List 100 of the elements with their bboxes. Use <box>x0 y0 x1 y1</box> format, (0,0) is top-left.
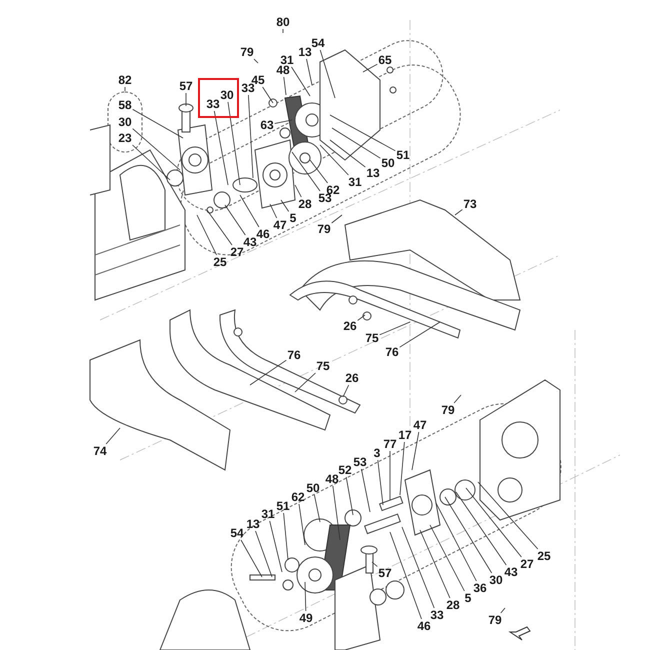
leader-line <box>444 496 492 574</box>
leader-line <box>283 76 286 96</box>
callout-number: 57 <box>178 79 194 93</box>
leader-line <box>330 114 396 152</box>
leader-line <box>280 200 290 212</box>
leader-line <box>330 140 366 168</box>
leader-line <box>224 204 246 236</box>
callout-number: 46 <box>255 227 271 241</box>
callout-number: 53 <box>352 455 368 469</box>
leader-line <box>332 128 381 159</box>
leader-line <box>283 512 288 560</box>
callout-number: 50 <box>380 156 396 170</box>
leader-line <box>454 209 463 216</box>
leader-line <box>500 608 506 614</box>
callout-number: 79 <box>487 613 503 627</box>
callout-number: 75 <box>315 359 331 373</box>
leader-line <box>379 322 410 336</box>
callout-number: 73 <box>462 197 478 211</box>
callout-number: 43 <box>242 235 258 249</box>
leader-line <box>377 460 384 506</box>
callout-number: 50 <box>305 481 321 495</box>
leader-line <box>402 526 435 608</box>
leader-line <box>372 562 378 567</box>
leader-line <box>214 110 228 186</box>
leader-line <box>399 322 440 348</box>
leader-line <box>400 442 405 496</box>
callout-number: 76 <box>286 348 302 362</box>
leader-line <box>292 152 320 192</box>
callout-number: 17 <box>397 428 413 442</box>
callout-number: 46 <box>416 619 432 633</box>
callout-number: 28 <box>445 598 461 612</box>
leader-line <box>124 86 126 92</box>
callout-number: 82 <box>117 73 133 87</box>
leader-line <box>274 120 292 124</box>
leader-line <box>294 184 302 198</box>
callout-number: 54 <box>310 36 326 50</box>
callout-number: 43 <box>503 565 519 579</box>
callout-number: 30 <box>488 573 504 587</box>
leader-line <box>206 210 232 246</box>
leader-line <box>132 128 180 170</box>
callout-number: 79 <box>316 222 332 236</box>
leader-line <box>342 384 350 398</box>
callout-number: 58 <box>117 98 133 112</box>
leader-line <box>362 64 378 72</box>
callout-number: 76 <box>384 345 400 359</box>
leader-line <box>106 428 120 444</box>
callout-number: 23 <box>117 131 133 145</box>
callout-number: 27 <box>229 245 245 259</box>
leader-line <box>430 524 465 592</box>
leader-line <box>291 66 310 96</box>
callout-number: 27 <box>519 557 535 571</box>
leader-line <box>346 476 354 516</box>
leader-line <box>262 86 274 104</box>
leader-line <box>306 58 312 86</box>
leader-line <box>412 432 420 470</box>
callout-number: 63 <box>259 118 275 132</box>
callout-number: 26 <box>344 371 360 385</box>
leader-line <box>282 28 284 34</box>
leader-line <box>228 102 240 186</box>
callout-number: 74 <box>92 444 108 458</box>
leader-line <box>248 94 254 178</box>
callout-number: 51 <box>395 148 411 162</box>
callout-number: 48 <box>324 472 340 486</box>
callout-number: 25 <box>212 255 228 269</box>
callout-number: 31 <box>347 175 363 189</box>
callout-number: 28 <box>297 197 313 211</box>
leader-line <box>270 204 278 218</box>
leader-line <box>255 530 272 578</box>
callout-number: 52 <box>337 463 353 477</box>
leader-line <box>390 532 422 620</box>
callout-number: 30 <box>219 88 235 102</box>
leader-line <box>436 502 477 582</box>
callout-number: 54 <box>229 526 245 540</box>
leader-line <box>357 314 366 321</box>
leader-line <box>320 144 349 176</box>
callout-number: 5 <box>288 211 298 225</box>
callout-number: 65 <box>377 53 393 67</box>
leader-line <box>314 494 320 522</box>
leader-line <box>320 50 336 98</box>
leader-line <box>332 486 340 540</box>
callout-number: 79 <box>440 403 456 417</box>
leader-line <box>269 520 282 572</box>
leader-line <box>454 394 462 404</box>
leader-line <box>196 214 217 256</box>
callout-number: 30 <box>117 115 133 129</box>
callout-number: 57 <box>377 566 393 580</box>
leader-line <box>361 468 370 512</box>
callout-number: 25 <box>536 549 552 563</box>
callout-number: 47 <box>272 218 288 232</box>
callout-number: 47 <box>412 418 428 432</box>
leader-line <box>466 488 522 558</box>
leader-line <box>304 582 306 612</box>
callout-number: 80 <box>275 15 291 29</box>
callout-number: 62 <box>290 490 306 504</box>
leader-line <box>240 194 260 228</box>
callout-number: 79 <box>239 45 255 59</box>
callout-number: 13 <box>297 45 313 59</box>
leader-line <box>478 482 538 550</box>
leader-line <box>456 492 507 566</box>
callout-number: 3 <box>372 446 382 460</box>
